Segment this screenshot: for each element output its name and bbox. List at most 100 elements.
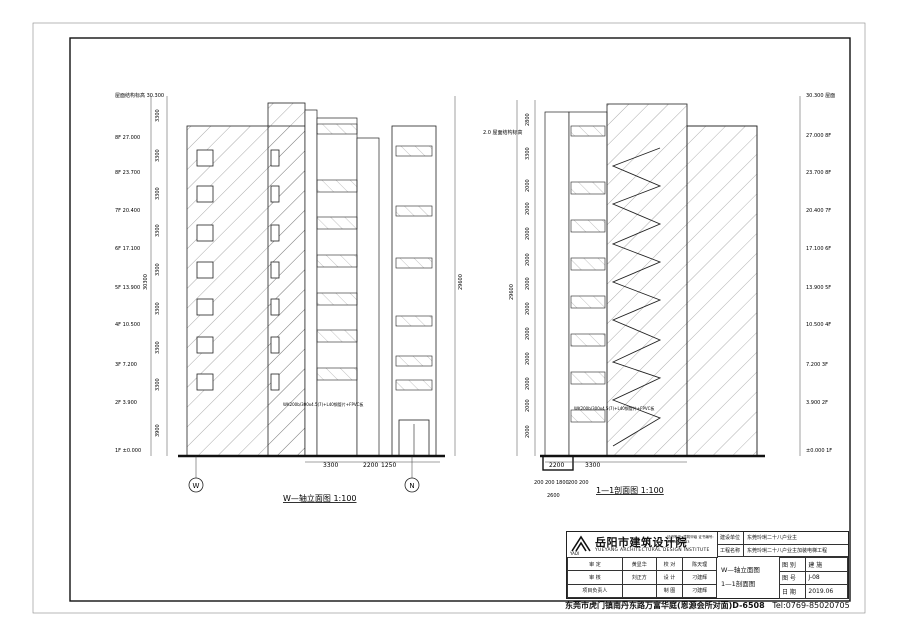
firm-address: 东莞市虎门镇南丹东路万富华庭(恩源会所对面)D-6508 bbox=[565, 601, 765, 610]
left-bottom-dim-1: 3300 bbox=[323, 462, 338, 469]
svg-text:200: 200 bbox=[545, 480, 555, 486]
meta-label: 图 别 bbox=[778, 557, 807, 572]
svg-text:8F 27.000: 8F 27.000 bbox=[115, 135, 140, 141]
name-cell: 刁建辉 bbox=[682, 583, 717, 599]
drawing-name-2: 1—1剖面图 bbox=[721, 580, 756, 588]
project-name: 东莞玲琍二十八户业主加装电梯工程 bbox=[747, 547, 828, 554]
meta-value: 建 施 bbox=[805, 557, 848, 572]
svg-text:3300: 3300 bbox=[155, 302, 161, 315]
firm-name-en: YUEYANG ARCHITECTURAL DESIGN INSTITUTE bbox=[595, 548, 710, 553]
right-foot-dims: 200 200 1800 200 200 2600 bbox=[534, 480, 589, 499]
svg-text:3300: 3300 bbox=[155, 341, 161, 354]
role-cell: 项目负责人 bbox=[567, 583, 623, 599]
svg-text:6F 17.100: 6F 17.100 bbox=[115, 246, 140, 252]
title-block: YADI 岳阳市建筑设计院 YUEYANG ARCHITECTURAL DESI… bbox=[566, 531, 849, 599]
name-cell: 黄显华 bbox=[621, 556, 657, 572]
axis-w-label: W bbox=[193, 482, 200, 490]
svg-text:2000: 2000 bbox=[525, 277, 531, 290]
svg-text:2000: 2000 bbox=[525, 202, 531, 215]
svg-text:3300: 3300 bbox=[155, 378, 161, 391]
left-note: WK200b/300x4.5(7)+L40钢管片+FPVC板 bbox=[283, 401, 363, 407]
svg-text:2800: 2800 bbox=[525, 113, 531, 126]
build-unit-label: 建设单位 bbox=[717, 532, 744, 544]
svg-text:2000: 2000 bbox=[525, 399, 531, 412]
svg-text:200: 200 bbox=[568, 480, 578, 486]
role-cell: 设 计 bbox=[655, 570, 684, 585]
svg-text:200: 200 bbox=[534, 480, 544, 486]
certificate-info: 证书等级: 建筑甲级 证书编号: A143000483 bbox=[667, 535, 714, 544]
left-floor-labels: 屋面结构标高 30.300 8F 27.000 8F 23.700 7F 20.… bbox=[115, 92, 164, 454]
firm-logo-icon bbox=[571, 535, 591, 552]
axis-n-label: N bbox=[409, 482, 414, 490]
svg-text:17.100 6F: 17.100 6F bbox=[806, 246, 831, 252]
svg-text:20.400 7F: 20.400 7F bbox=[806, 208, 831, 214]
svg-text:3300: 3300 bbox=[155, 224, 161, 237]
svg-text:2000: 2000 bbox=[525, 377, 531, 390]
logo-text: YADI bbox=[570, 551, 580, 556]
right-balconies bbox=[570, 125, 606, 423]
svg-text:3300: 3300 bbox=[155, 263, 161, 276]
svg-text:7.200 3F: 7.200 3F bbox=[806, 362, 828, 368]
svg-text:30300: 30300 bbox=[143, 274, 149, 290]
project-info: 建设单位东莞玲琍二十八户业主 工程名称东莞玲琍二十八户业主加装电梯工程 bbox=[717, 532, 848, 557]
drawing-name-1: W—轴立面图 bbox=[721, 566, 760, 574]
svg-text:1800: 1800 bbox=[556, 480, 569, 486]
svg-text:±0.000 1F: ±0.000 1F bbox=[806, 448, 832, 454]
firm-logo-area: YADI 岳阳市建筑设计院 YUEYANG ARCHITECTURAL DESI… bbox=[567, 532, 718, 558]
right-note: WK200b/300x4.5(7)+L40钢管片+FPVC板 bbox=[574, 405, 654, 411]
role-cell: 审 核 bbox=[567, 570, 623, 585]
meta-value: 2019.06 bbox=[805, 584, 848, 599]
svg-text:7F 20.400: 7F 20.400 bbox=[115, 208, 140, 214]
signature-table: 审 定黄显华校 对陈天理 审 核刘正方设 计刁建辉 项目负责人制 图刁建辉 bbox=[567, 556, 717, 599]
right-top-note: 2.0 屋面结构标高 bbox=[483, 129, 523, 136]
svg-text:屋面结构标高 30.300: 屋面结构标高 30.300 bbox=[115, 92, 164, 99]
right-bottom-dim-2: 3300 bbox=[585, 462, 600, 469]
svg-text:3300: 3300 bbox=[525, 147, 531, 160]
left-drawing-title: W—轴立面图 1:100 bbox=[283, 493, 357, 503]
left-story-dims: 3300 3300 3300 3300 3300 3300 3300 3300 … bbox=[143, 109, 464, 437]
svg-text:3900: 3900 bbox=[155, 424, 161, 437]
svg-text:10.500 4F: 10.500 4F bbox=[806, 322, 831, 328]
firm-name: 岳阳市建筑设计院 bbox=[595, 536, 687, 549]
svg-text:2000: 2000 bbox=[525, 327, 531, 340]
svg-text:200: 200 bbox=[579, 480, 589, 486]
svg-text:13.900 5F: 13.900 5F bbox=[806, 285, 831, 291]
firm-phone: Tel:0769-85020705 bbox=[772, 601, 850, 610]
svg-text:1F ±0.000: 1F ±0.000 bbox=[115, 448, 141, 454]
meta-value: J-08 bbox=[805, 570, 848, 585]
svg-text:2000: 2000 bbox=[525, 227, 531, 240]
svg-text:3300: 3300 bbox=[155, 187, 161, 200]
inner-border bbox=[69, 37, 851, 602]
meta-label: 图 号 bbox=[778, 570, 807, 585]
left-bottom-dim-2: 2200 bbox=[363, 462, 378, 469]
name-cell bbox=[621, 583, 657, 599]
right-section: 2800 3300 2000 2000 2000 2000 2000 2000 … bbox=[483, 93, 835, 499]
svg-text:2000: 2000 bbox=[525, 425, 531, 438]
stair-flights bbox=[611, 147, 662, 447]
right-bottom-dim-1: 2200 bbox=[549, 462, 564, 469]
role-cell: 制 图 bbox=[655, 583, 684, 599]
svg-text:29600: 29600 bbox=[509, 284, 515, 300]
svg-text:4F 10.500: 4F 10.500 bbox=[115, 322, 140, 328]
build-unit: 东莞玲琍二十八户业主 bbox=[747, 535, 798, 542]
svg-text:30.300 屋面: 30.300 屋面 bbox=[806, 93, 835, 99]
role-cell: 审 定 bbox=[567, 556, 623, 572]
drawing-names: W—轴立面图 1—1剖面图 bbox=[717, 557, 780, 598]
svg-text:29600: 29600 bbox=[458, 274, 464, 290]
left-elevation: W N 3300 2200 1250 屋面结构标高 30.300 8F 27.0… bbox=[115, 92, 464, 503]
meta-label: 日 期 bbox=[778, 584, 807, 599]
svg-text:8F 23.700: 8F 23.700 bbox=[115, 170, 140, 176]
name-cell: 陈天理 bbox=[682, 556, 717, 572]
left-balconies bbox=[316, 123, 433, 391]
svg-text:2F 3.900: 2F 3.900 bbox=[115, 400, 137, 406]
svg-text:3300: 3300 bbox=[155, 109, 161, 122]
outer-border bbox=[32, 22, 866, 614]
left-windows bbox=[196, 149, 280, 391]
name-cell: 刁建辉 bbox=[682, 570, 717, 585]
role-cell: 校 对 bbox=[655, 556, 684, 572]
svg-text:3F 7.200: 3F 7.200 bbox=[115, 362, 137, 368]
right-drawing-title: 1—1剖面图 1:100 bbox=[596, 485, 664, 495]
right-floor-labels: 30.300 屋面 27.000 8F 23.700 8F 20.400 7F … bbox=[806, 93, 835, 454]
